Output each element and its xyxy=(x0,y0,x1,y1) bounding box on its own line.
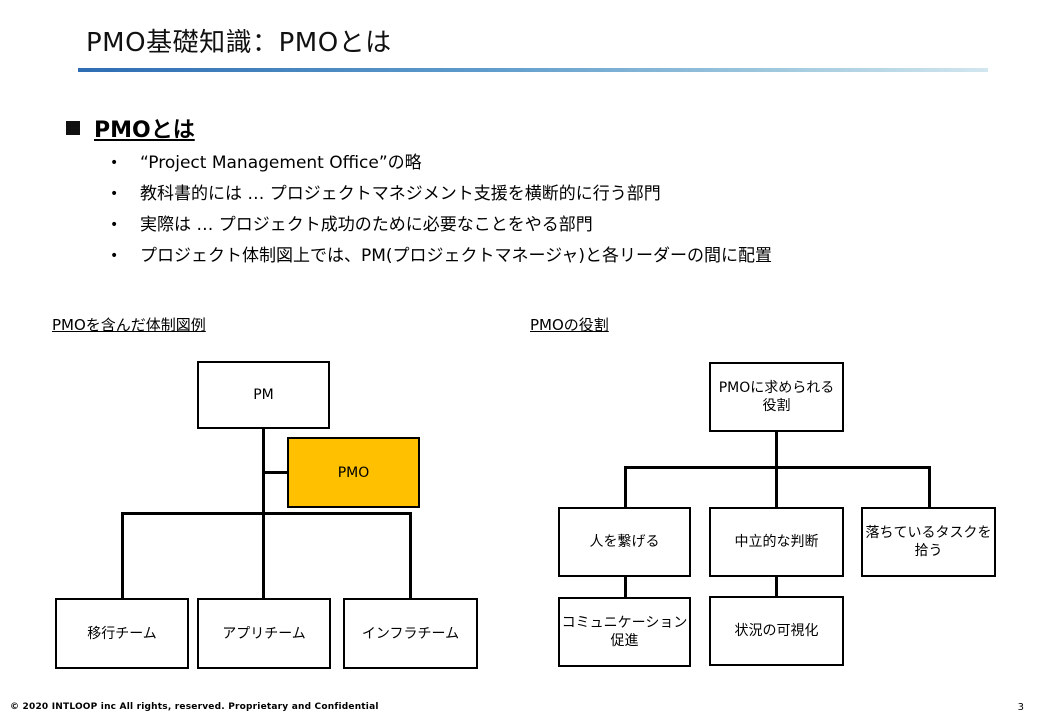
bullet-text: 教科書的には … プロジェクトマネジメント支援を横断的に行う部門 xyxy=(140,184,661,204)
page-number: 3 xyxy=(1017,702,1024,713)
role-box: 落ちているタスクを 拾う xyxy=(861,507,996,577)
connector-line xyxy=(775,430,778,508)
team-box: 移行チーム xyxy=(55,598,189,669)
connector-line xyxy=(262,471,289,474)
role-root-box: PMOに求められる 役割 xyxy=(709,362,844,432)
team-box: インフラチーム xyxy=(343,598,478,669)
sub-role-box: コミュニケーション 促進 xyxy=(558,597,691,667)
pmo-box: PMO xyxy=(287,437,420,508)
bullet-list: • “Project Management Office”の略 • 教科書的には …… xyxy=(110,148,772,272)
title-underline xyxy=(78,68,988,72)
footer-copyright: © 2020 INTLOOP inc All rights, reserved.… xyxy=(10,702,379,712)
connector-line xyxy=(775,575,778,597)
section-heading: PMOとは xyxy=(66,112,195,144)
square-bullet-icon xyxy=(66,121,80,135)
bullet-item: • 実際は … プロジェクト成功のために必要なことをやる部門 xyxy=(110,210,772,241)
role-box: 人を繋げる xyxy=(558,507,691,577)
connector-line xyxy=(624,466,931,469)
bullet-dot-icon: • xyxy=(110,155,119,171)
bullet-item: • 教科書的には … プロジェクトマネジメント支援を横断的に行う部門 xyxy=(110,179,772,210)
team-box: アプリチーム xyxy=(197,598,331,669)
connector-line xyxy=(121,512,412,515)
connector-line xyxy=(121,512,124,599)
connector-line xyxy=(624,575,627,598)
bullet-dot-icon: • xyxy=(110,248,119,264)
sub-role-box: 状況の可視化 xyxy=(709,596,844,666)
bullet-text: “Project Management Office”の略 xyxy=(140,153,422,173)
role-box: 中立的な判断 xyxy=(709,507,844,577)
org-chart-label: PMOを含んだ体制図例 xyxy=(52,316,206,334)
connector-line xyxy=(409,512,412,599)
bullet-text: プロジェクト体制図上では、PM(プロジェクトマネージャ)と各リーダーの間に配置 xyxy=(140,246,772,266)
bullet-dot-icon: • xyxy=(110,217,119,233)
section-heading-text: PMOとは xyxy=(94,118,195,143)
connector-line xyxy=(624,466,627,508)
bullet-text: 実際は … プロジェクト成功のために必要なことをやる部門 xyxy=(140,215,593,235)
bullet-item: • プロジェクト体制図上では、PM(プロジェクトマネージャ)と各リーダーの間に配置 xyxy=(110,241,772,272)
bullet-item: • “Project Management Office”の略 xyxy=(110,148,772,179)
slide-title: PMO基礎知識：PMOとは xyxy=(86,28,392,58)
pm-box: PM xyxy=(197,361,330,429)
connector-line xyxy=(928,466,931,508)
bullet-dot-icon: • xyxy=(110,186,119,202)
roles-chart-label: PMOの役割 xyxy=(530,316,609,334)
